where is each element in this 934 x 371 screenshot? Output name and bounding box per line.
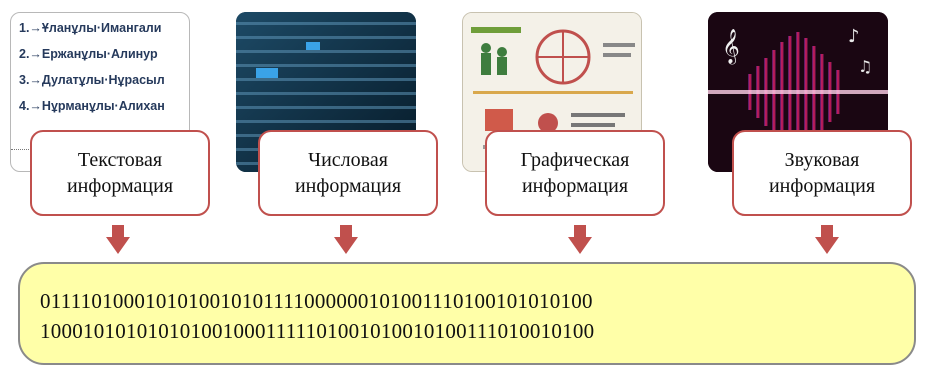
svg-text:♫: ♫: [858, 57, 872, 76]
binary-line: 1000101010101010010001111101001010010100…: [40, 319, 595, 343]
down-arrow-icon: [815, 225, 839, 254]
down-arrow-icon: [106, 225, 130, 254]
graphic-info-label: Графическая информация: [485, 130, 665, 216]
svg-text:♪: ♪: [848, 26, 860, 47]
number-info-label: Числовая информация: [258, 130, 438, 216]
down-arrow-icon: [568, 225, 592, 254]
list-item: 4.→Нұрманұлы·Алихан: [19, 99, 165, 113]
binary-line: 0111101000101010010101111000000101001110…: [40, 289, 593, 313]
list-item: 2.→Ержанұлы·Алинур: [19, 47, 158, 61]
text-info-label: Текстовая информация: [30, 130, 210, 216]
list-item: 1.→Ұланұлы·Имангали: [19, 21, 162, 35]
svg-text:𝄞: 𝄞: [722, 29, 740, 65]
down-arrow-icon: [334, 225, 358, 254]
name-list: 1.→Ұланұлы·Имангали 2.→Ержанұлы·Алинур 3…: [19, 21, 165, 125]
sound-info-label: Звуковая информация: [732, 130, 912, 216]
binary-code-box: 0111101000101010010101111000000101001110…: [18, 262, 916, 365]
list-item: 3.→Дулатұлы·Нұрасыл: [19, 73, 165, 87]
